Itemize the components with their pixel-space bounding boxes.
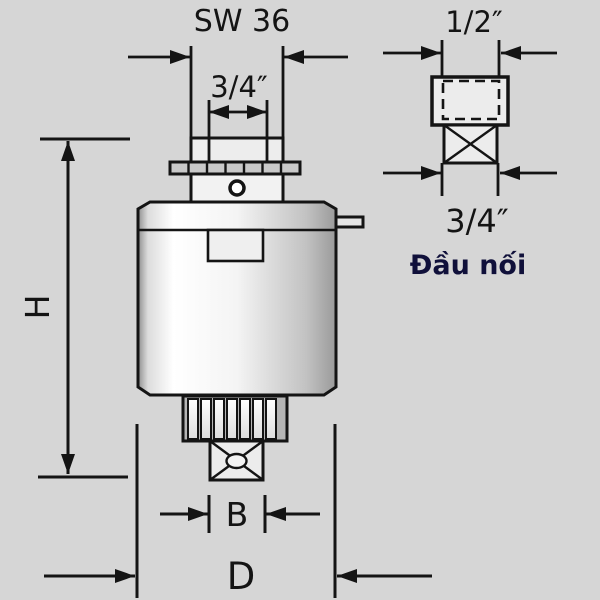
dim-height — [38, 137, 130, 479]
dim-sw36-label: SW 36 — [194, 4, 290, 39]
connector-caption: Đầu nối — [410, 250, 527, 281]
dim-connector-bottom-label: 3/4″ — [445, 202, 509, 240]
dim-sw36 — [128, 46, 348, 137]
side-nub — [334, 215, 365, 229]
dim-width-b — [160, 495, 320, 533]
dim-connector-top-label: 1/2″ — [445, 5, 503, 39]
flange-segment-dividers — [187, 162, 283, 174]
bottom-thread-symbol — [208, 439, 265, 482]
connector-socket-bore-dashed — [441, 79, 501, 121]
hex-stem — [189, 136, 285, 165]
dim-height-label: H — [18, 295, 57, 320]
block-hole — [228, 179, 246, 197]
dim-thread-top — [207, 100, 269, 162]
dim-diameter-d-label: D — [227, 555, 256, 598]
knurl-ribs — [187, 398, 277, 440]
dim-connector-bottom — [383, 163, 557, 196]
mounting-flange — [168, 160, 302, 176]
dim-diameter-d — [44, 424, 432, 598]
connector-thread-symbol — [442, 123, 499, 165]
dim-connector-top — [383, 40, 557, 77]
cylinder-body — [136, 200, 338, 397]
connector-detail — [383, 40, 557, 196]
dim-width-b-label: B — [226, 495, 249, 534]
dim-thread-top-label: 3/4″ — [210, 70, 268, 104]
body-notch — [206, 228, 265, 263]
knurled-ring — [181, 394, 289, 443]
